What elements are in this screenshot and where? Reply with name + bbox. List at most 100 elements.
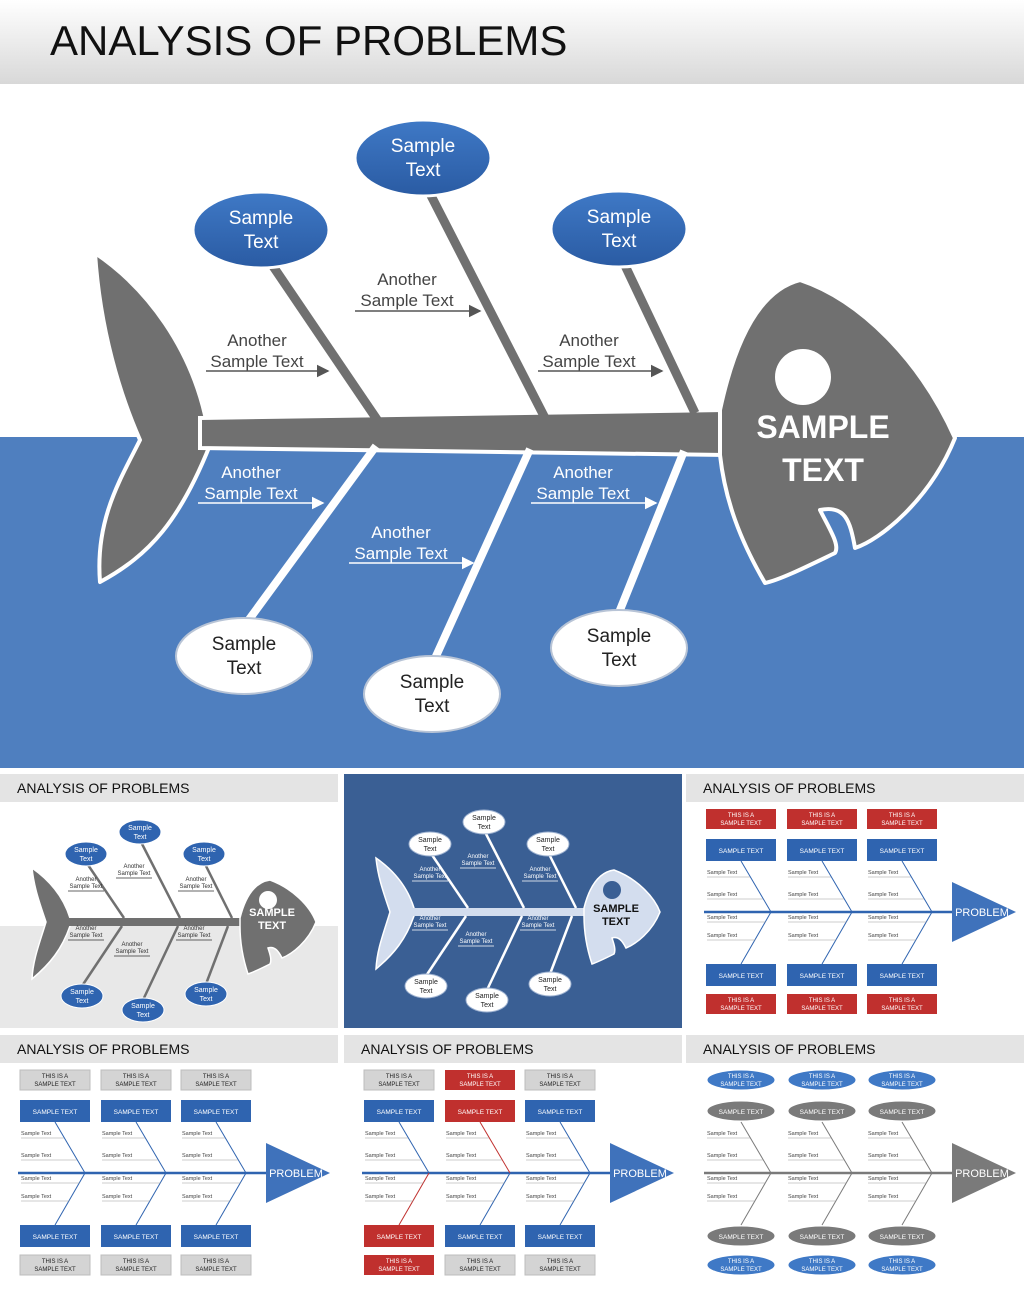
thumb-tag-label: SAMPLE TEXT — [539, 1082, 581, 1088]
lower-note-2: Another Sample Text — [349, 523, 475, 570]
thumb-title: ANALYSIS OF PROBLEMS — [17, 1041, 189, 1057]
thumb-tag-label: SAMPLE TEXT — [801, 821, 843, 827]
thumb-bubble — [526, 831, 570, 857]
thumb-bubble — [184, 981, 228, 1007]
thumb-tag-label: SAMPLE TEXT — [115, 1267, 157, 1273]
thumb-bubble — [404, 973, 448, 999]
thumb-fish-head — [583, 869, 661, 965]
thumb-header-bar — [686, 1035, 1024, 1063]
thumb-box-label: SAMPLE TEXT — [880, 1109, 925, 1116]
thumb-tag: THIS IS A SAMPLE TEXT — [100, 1254, 172, 1276]
thumb-fish-tail — [375, 856, 415, 971]
bottom-bubble-2: Sample Text — [363, 655, 501, 733]
thumb-fish-tail — [31, 866, 71, 981]
thumb-upper-bone — [138, 839, 182, 919]
thumb-bubble — [121, 997, 165, 1023]
svg-text:Text: Text — [602, 231, 638, 252]
thumb-bubble-label: Text — [76, 998, 89, 1005]
thumb-rib — [215, 1121, 247, 1174]
thumb-problem-label: PROBLEM — [955, 1168, 1009, 1180]
thumb-bubble-label: Sample — [414, 979, 438, 986]
thumb-note-label: Another — [419, 867, 440, 873]
thumb-bubble-label: Sample — [192, 847, 216, 854]
thumb-tag-shape — [706, 1069, 776, 1091]
svg-text:Text: Text — [406, 160, 442, 181]
thumb-tag-label: SAMPLE TEXT — [881, 1082, 923, 1088]
thumb-small-label: Sample Text — [707, 870, 738, 876]
thumb-tag-shape — [706, 809, 776, 829]
thumb-box: SAMPLE TEXT — [867, 964, 937, 986]
thumb-box: SAMPLE TEXT — [706, 839, 776, 861]
thumb-bubble — [528, 971, 572, 997]
thumb-bubble-label: Text — [481, 1002, 494, 1009]
thumb-tag-shape — [867, 1254, 937, 1276]
thumb-small-label: Sample Text — [868, 1153, 899, 1159]
thumb-tag-label: THIS IS A — [386, 1259, 412, 1265]
thumb-note-label: Another — [183, 926, 204, 932]
thumb-small-label: Sample Text — [788, 892, 819, 898]
thumb-box: SAMPLE TEXT — [787, 1225, 857, 1247]
thumb-box: SAMPLE TEXT — [181, 1100, 251, 1122]
thumb-bubble-label: Text — [198, 856, 211, 863]
thumb-box: SAMPLE TEXT — [525, 1225, 595, 1247]
thumb-box-label: SAMPLE TEXT — [377, 1109, 422, 1116]
thumb-upper-bone — [202, 861, 234, 919]
thumb-tag-label: SAMPLE TEXT — [115, 1082, 157, 1088]
thumb-note-label: Sample Text — [462, 861, 495, 867]
thumb-upper-bone — [84, 861, 126, 919]
thumb-rib — [559, 1172, 591, 1226]
thumb-problem-label: PROBLEM — [613, 1168, 667, 1180]
thumb-box: SAMPLE TEXT — [181, 1225, 251, 1247]
thumb-lower-bone — [141, 925, 180, 1001]
thumb-lower-bone — [424, 915, 468, 977]
thumb-small-label: Sample Text — [707, 1176, 738, 1182]
thumb-note-label: Sample Text — [70, 884, 103, 890]
svg-text:Sample: Sample — [229, 208, 293, 229]
thumb-box-shape — [364, 1225, 434, 1247]
thumb-header-bar — [686, 774, 1024, 802]
thumb-bubble — [118, 819, 162, 845]
thumb-box: SAMPLE TEXT — [867, 839, 937, 861]
top-bubble-2: Sample Text — [353, 118, 493, 198]
thumb-small-label: Sample Text — [707, 1194, 738, 1200]
thumb-rib — [398, 1121, 430, 1174]
thumb-tag-label: THIS IS A — [123, 1259, 149, 1265]
thumb-tag-label: SAMPLE TEXT — [801, 1006, 843, 1012]
thumb-small-label: Sample Text — [365, 1131, 396, 1137]
thumb-bubble — [182, 841, 226, 867]
thumb-rib — [740, 1172, 772, 1226]
thumb-tag-label: THIS IS A — [203, 1259, 229, 1265]
thumb-box: SAMPLE TEXT — [364, 1100, 434, 1122]
fish-tail — [93, 251, 212, 584]
thumb-rib — [821, 911, 853, 965]
thumb-box-shape — [787, 839, 857, 861]
thumb-box-label: SAMPLE TEXT — [719, 1234, 764, 1241]
thumb-small-label: Sample Text — [182, 1131, 213, 1137]
thumb-tag-shape — [100, 1069, 172, 1091]
thumb-tag-label: SAMPLE TEXT — [378, 1267, 420, 1273]
thumb-tag-shape — [787, 994, 857, 1014]
thumb-tag-shape — [444, 1254, 516, 1276]
svg-text:Sample: Sample — [587, 626, 651, 647]
thumb-box-shape — [787, 964, 857, 986]
thumb-rib — [215, 1172, 247, 1226]
thumb-title: ANALYSIS OF PROBLEMS — [361, 1041, 533, 1057]
thumb-problem-arrow — [952, 1143, 1016, 1203]
thumb-small-label: Sample Text — [868, 915, 899, 921]
thumb-bubble-label: Sample — [74, 847, 98, 854]
thumb-box-shape — [364, 1100, 434, 1122]
thumb-rib — [135, 1172, 167, 1226]
